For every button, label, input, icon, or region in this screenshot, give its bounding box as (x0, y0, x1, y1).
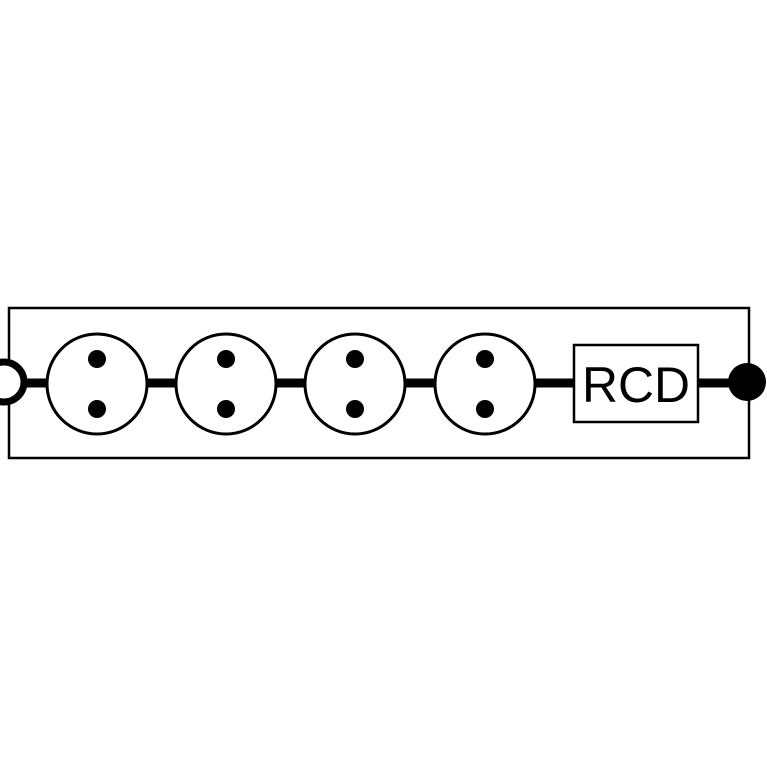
input-terminal-icon (0, 358, 28, 406)
socket-3 (303, 332, 407, 436)
rcd-module: RCD (572, 343, 700, 424)
socket-icon (174, 332, 278, 436)
socket-pin-top (346, 350, 364, 368)
socket-pin-bottom (476, 400, 494, 418)
rcd-label: RCD (582, 357, 690, 413)
socket-pin-bottom (217, 400, 235, 418)
rcd-box (572, 343, 700, 424)
socket-icon (303, 332, 407, 436)
socket-4 (433, 332, 537, 436)
socket-icon (45, 332, 149, 436)
socket-icon (433, 332, 537, 436)
socket-1 (45, 332, 149, 436)
socket-pin-bottom (346, 400, 364, 418)
socket-pin-top (476, 350, 494, 368)
socket-pin-top (88, 350, 106, 368)
output-terminal-icon (728, 363, 766, 401)
socket-pin-top (217, 350, 235, 368)
socket-2 (174, 332, 278, 436)
socket-pin-bottom (88, 400, 106, 418)
